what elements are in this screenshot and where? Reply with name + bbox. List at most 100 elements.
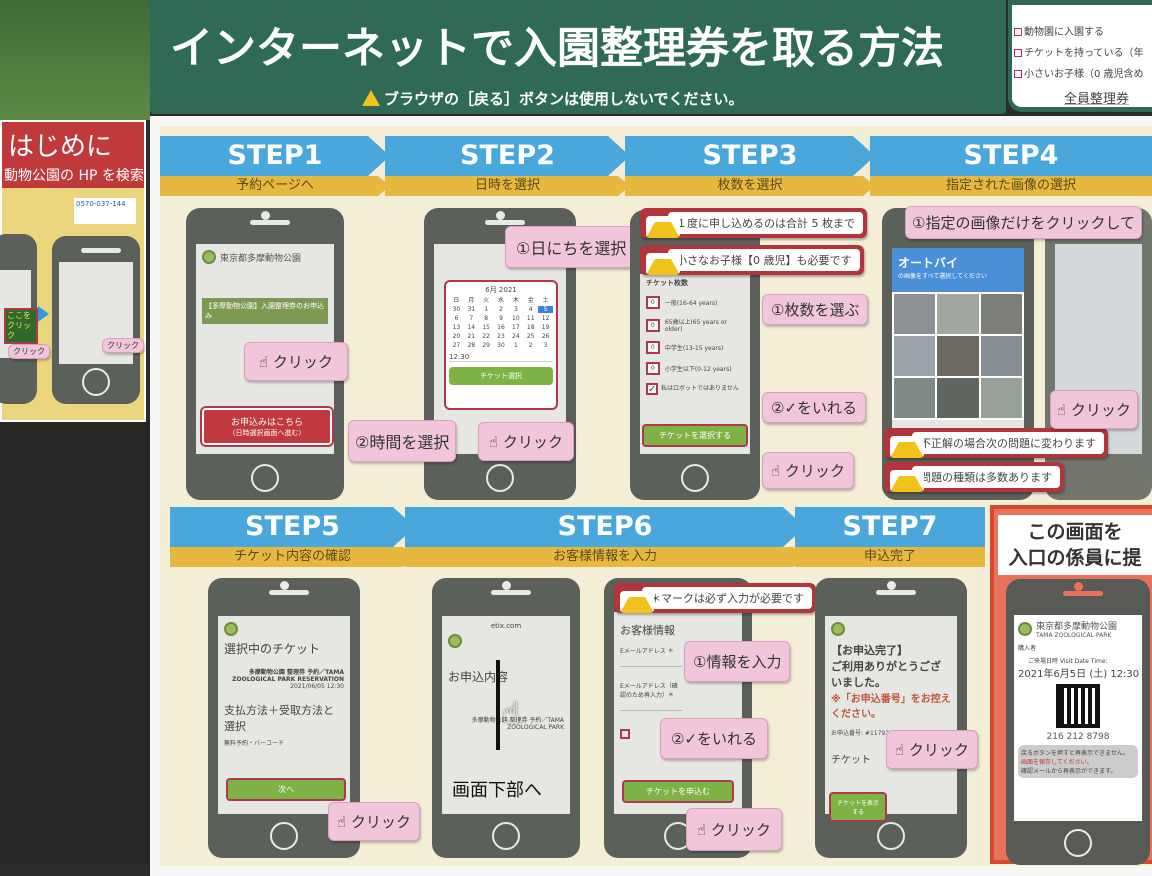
scroll-instruction: 画面下部へ — [452, 780, 542, 801]
warning-box: 問題の種類は多数あります — [884, 462, 1064, 492]
calendar-day[interactable]: 19 — [541, 324, 550, 331]
click-text: クリック — [784, 462, 845, 480]
robot-check[interactable]: ✓私はロボットではありません — [646, 383, 744, 395]
buyer-label: 購入者 — [1018, 645, 1037, 652]
calendar-day[interactable]: 13 — [452, 324, 461, 331]
step6-phone-scroll: etix.com お申込内容 多摩動物公園 整理券 予約／TAMA ZOOLOG… — [432, 578, 580, 858]
order-heading: お申込内容 — [448, 670, 509, 684]
calendar-day[interactable]: 30 — [497, 342, 505, 349]
calendar-day[interactable]: 7 — [469, 315, 474, 322]
intro-subtitle: 動物公園の HP を検索 — [4, 168, 144, 184]
check-callout: ②✓をいれる — [660, 718, 769, 759]
captcha-image-tile[interactable] — [980, 378, 1022, 418]
calendar-day[interactable]: 10 — [512, 315, 520, 322]
quantity-select[interactable]: 0 — [646, 318, 660, 332]
calendar-day[interactable]: 24 — [512, 333, 520, 340]
apply-ticket-button[interactable]: チケットを申込む — [622, 780, 734, 803]
calendar-day[interactable]: 18 — [526, 324, 535, 331]
calendar-day[interactable]: 17 — [512, 324, 520, 331]
next-button[interactable]: 次へ — [226, 778, 346, 801]
calendar-month: 6月 2021 — [485, 286, 517, 294]
calendar-day[interactable]: 15 — [482, 324, 490, 331]
robot-label: 私はロボットではありません — [661, 385, 739, 392]
calendar-day[interactable]: 8 — [484, 315, 489, 322]
step-label: STEP5 — [170, 507, 415, 547]
apply-button[interactable]: お申込みはこちら（日時選択画面へ進む） — [200, 406, 334, 447]
email-input[interactable] — [620, 655, 682, 667]
info-callout: ①情報を入力 — [684, 641, 791, 682]
calendar-day[interactable]: 4 — [528, 306, 533, 313]
calendar-day[interactable]: 22 — [482, 333, 490, 340]
time-select[interactable]: 12:30 — [449, 353, 553, 362]
calendar-day[interactable]: 2 — [499, 306, 503, 313]
warning-icon — [646, 253, 680, 275]
calendar-day[interactable]: 26 — [541, 333, 550, 340]
captcha-image-tile[interactable] — [980, 336, 1022, 376]
click-text: クリック — [1070, 401, 1131, 419]
calendar-day[interactable]: 2 — [528, 342, 533, 349]
ticket-select-button[interactable]: チケット選択 — [449, 367, 553, 385]
captcha-image-tile[interactable] — [937, 336, 979, 376]
warning-icon — [890, 436, 924, 458]
calendar-day[interactable]: 3 — [513, 306, 518, 313]
weekday-label: 火 — [483, 297, 490, 304]
hand-pointer-icon: ☝ — [895, 741, 905, 759]
calendar-day[interactable]: 11 — [526, 315, 535, 322]
calendar-day[interactable]: 25 — [526, 333, 535, 340]
calendar-day[interactable]: 29 — [482, 342, 490, 349]
calendar-day[interactable]: 30 — [452, 306, 461, 313]
calendar-day[interactable]: 12 — [541, 315, 550, 322]
captcha-image-tile[interactable] — [937, 294, 979, 334]
site-name: 東京都多摩動物公園 — [220, 253, 302, 264]
calendar-day[interactable]: 28 — [467, 342, 476, 349]
checkbox-icon[interactable]: ✓ — [646, 383, 658, 395]
checklist-text: チケットを持っている（年 — [1024, 48, 1144, 59]
agree-checkbox[interactable] — [620, 729, 630, 739]
email-confirm-input[interactable] — [620, 699, 682, 711]
calendar-day[interactable]: 14 — [467, 324, 476, 331]
click-callout: ☝ クリック — [762, 452, 854, 489]
captcha-image-tile[interactable] — [894, 294, 936, 334]
calendar-day[interactable]: 1 — [513, 342, 518, 349]
captcha-image-tile[interactable] — [894, 336, 936, 376]
ticket-name: 多摩動物公園 整理券 予約／TAMA ZOOLOGICAL PARK — [471, 717, 564, 731]
calendar-day[interactable]: 6 — [454, 315, 459, 322]
park-name: 東京都多摩動物公園 — [1036, 622, 1118, 632]
calendar-day[interactable]: 9 — [499, 315, 503, 322]
form-title: お客様情報 — [620, 624, 675, 637]
home-button — [1064, 829, 1092, 857]
checklist-item: 小さいお子様（0 歳児含め — [1014, 65, 1152, 80]
payment-option[interactable]: 無料予約・バーコード — [224, 740, 285, 747]
calendar-day[interactable]: 20 — [452, 333, 461, 340]
quantity-select[interactable]: 0 — [646, 341, 660, 354]
home-button — [486, 464, 514, 492]
captcha-image-tile[interactable] — [980, 294, 1022, 334]
click-text: クリック — [272, 353, 333, 371]
captcha-image-tile[interactable] — [894, 378, 936, 418]
quantity-select[interactable]: 0 — [646, 296, 660, 309]
select-ticket-button[interactable]: チケットを選択する — [642, 424, 748, 447]
calendar-day[interactable]: 5 — [538, 306, 553, 313]
time-callout: ②時間を選択 — [348, 420, 457, 462]
weekday-label: 木 — [512, 297, 519, 304]
calendar-day[interactable]: 31 — [467, 306, 476, 313]
park-logo — [448, 634, 564, 648]
calendar-day[interactable]: 21 — [467, 333, 476, 340]
captcha-image-tile[interactable] — [937, 378, 979, 418]
calendar-day[interactable]: 3 — [543, 342, 548, 349]
visit-label: ご来場日時 Visit Date Time: — [1028, 658, 1108, 665]
click-text: クリック — [908, 741, 969, 759]
ticket-count-heading: チケット枚数 — [646, 279, 688, 287]
here-click-label[interactable]: ここをクリック — [4, 308, 38, 344]
quantity-select[interactable]: 0 — [646, 362, 660, 375]
calendar-day[interactable]: 16 — [497, 324, 505, 331]
show-ticket-button[interactable]: チケットを表示する — [829, 792, 887, 822]
step-subtitle: お客様情報を入力 — [405, 547, 805, 567]
calendar-day[interactable]: 27 — [452, 342, 461, 349]
calendar-day[interactable]: 23 — [497, 333, 505, 340]
calendar-day[interactable]: 1 — [484, 306, 489, 313]
